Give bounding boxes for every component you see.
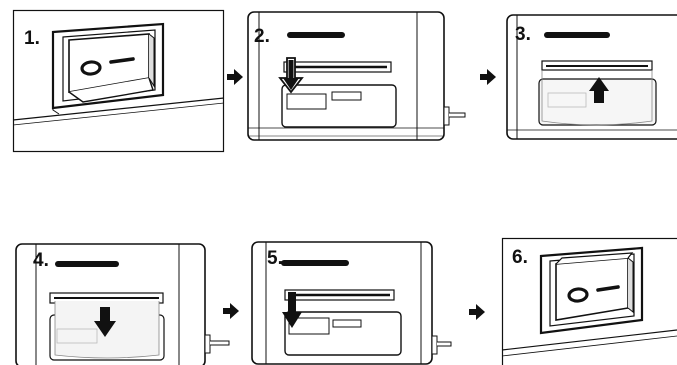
step-3-number: 3. <box>515 24 531 45</box>
step-1-panel: 1. <box>12 9 225 153</box>
step-6-panel: 6. <box>501 237 677 365</box>
right-arrow-icon <box>227 69 243 85</box>
step-5-panel: 5. <box>251 240 456 365</box>
step-2-number: 2. <box>254 26 270 47</box>
step-1-number: 1. <box>24 28 40 49</box>
device-inserted-illustration <box>251 241 452 365</box>
power-switch-illustration <box>501 237 677 365</box>
right-arrow-icon <box>480 69 496 85</box>
step-2-panel: 2. <box>247 10 467 144</box>
power-switch-illustration <box>12 9 225 153</box>
step-4-number: 4. <box>33 250 49 271</box>
step-6-number: 6. <box>512 247 528 268</box>
right-arrow-icon <box>223 303 239 319</box>
right-arrow-icon <box>469 304 485 320</box>
device-insert-illustration <box>247 11 466 141</box>
step-5-number: 5. <box>267 248 283 269</box>
device-insert-illustration <box>15 243 230 365</box>
step-3-panel: 3. <box>506 13 677 141</box>
step-4-panel: 4. <box>15 243 237 365</box>
device-remove-illustration <box>506 14 677 140</box>
